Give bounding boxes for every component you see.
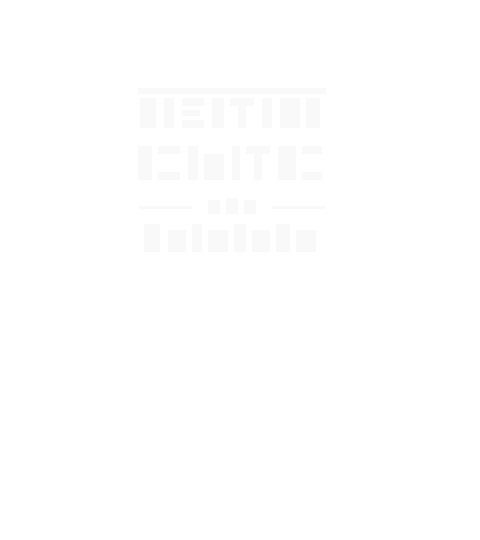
faint-logo-mark-icon bbox=[138, 88, 326, 252]
faint-logo-mark bbox=[134, 84, 330, 264]
